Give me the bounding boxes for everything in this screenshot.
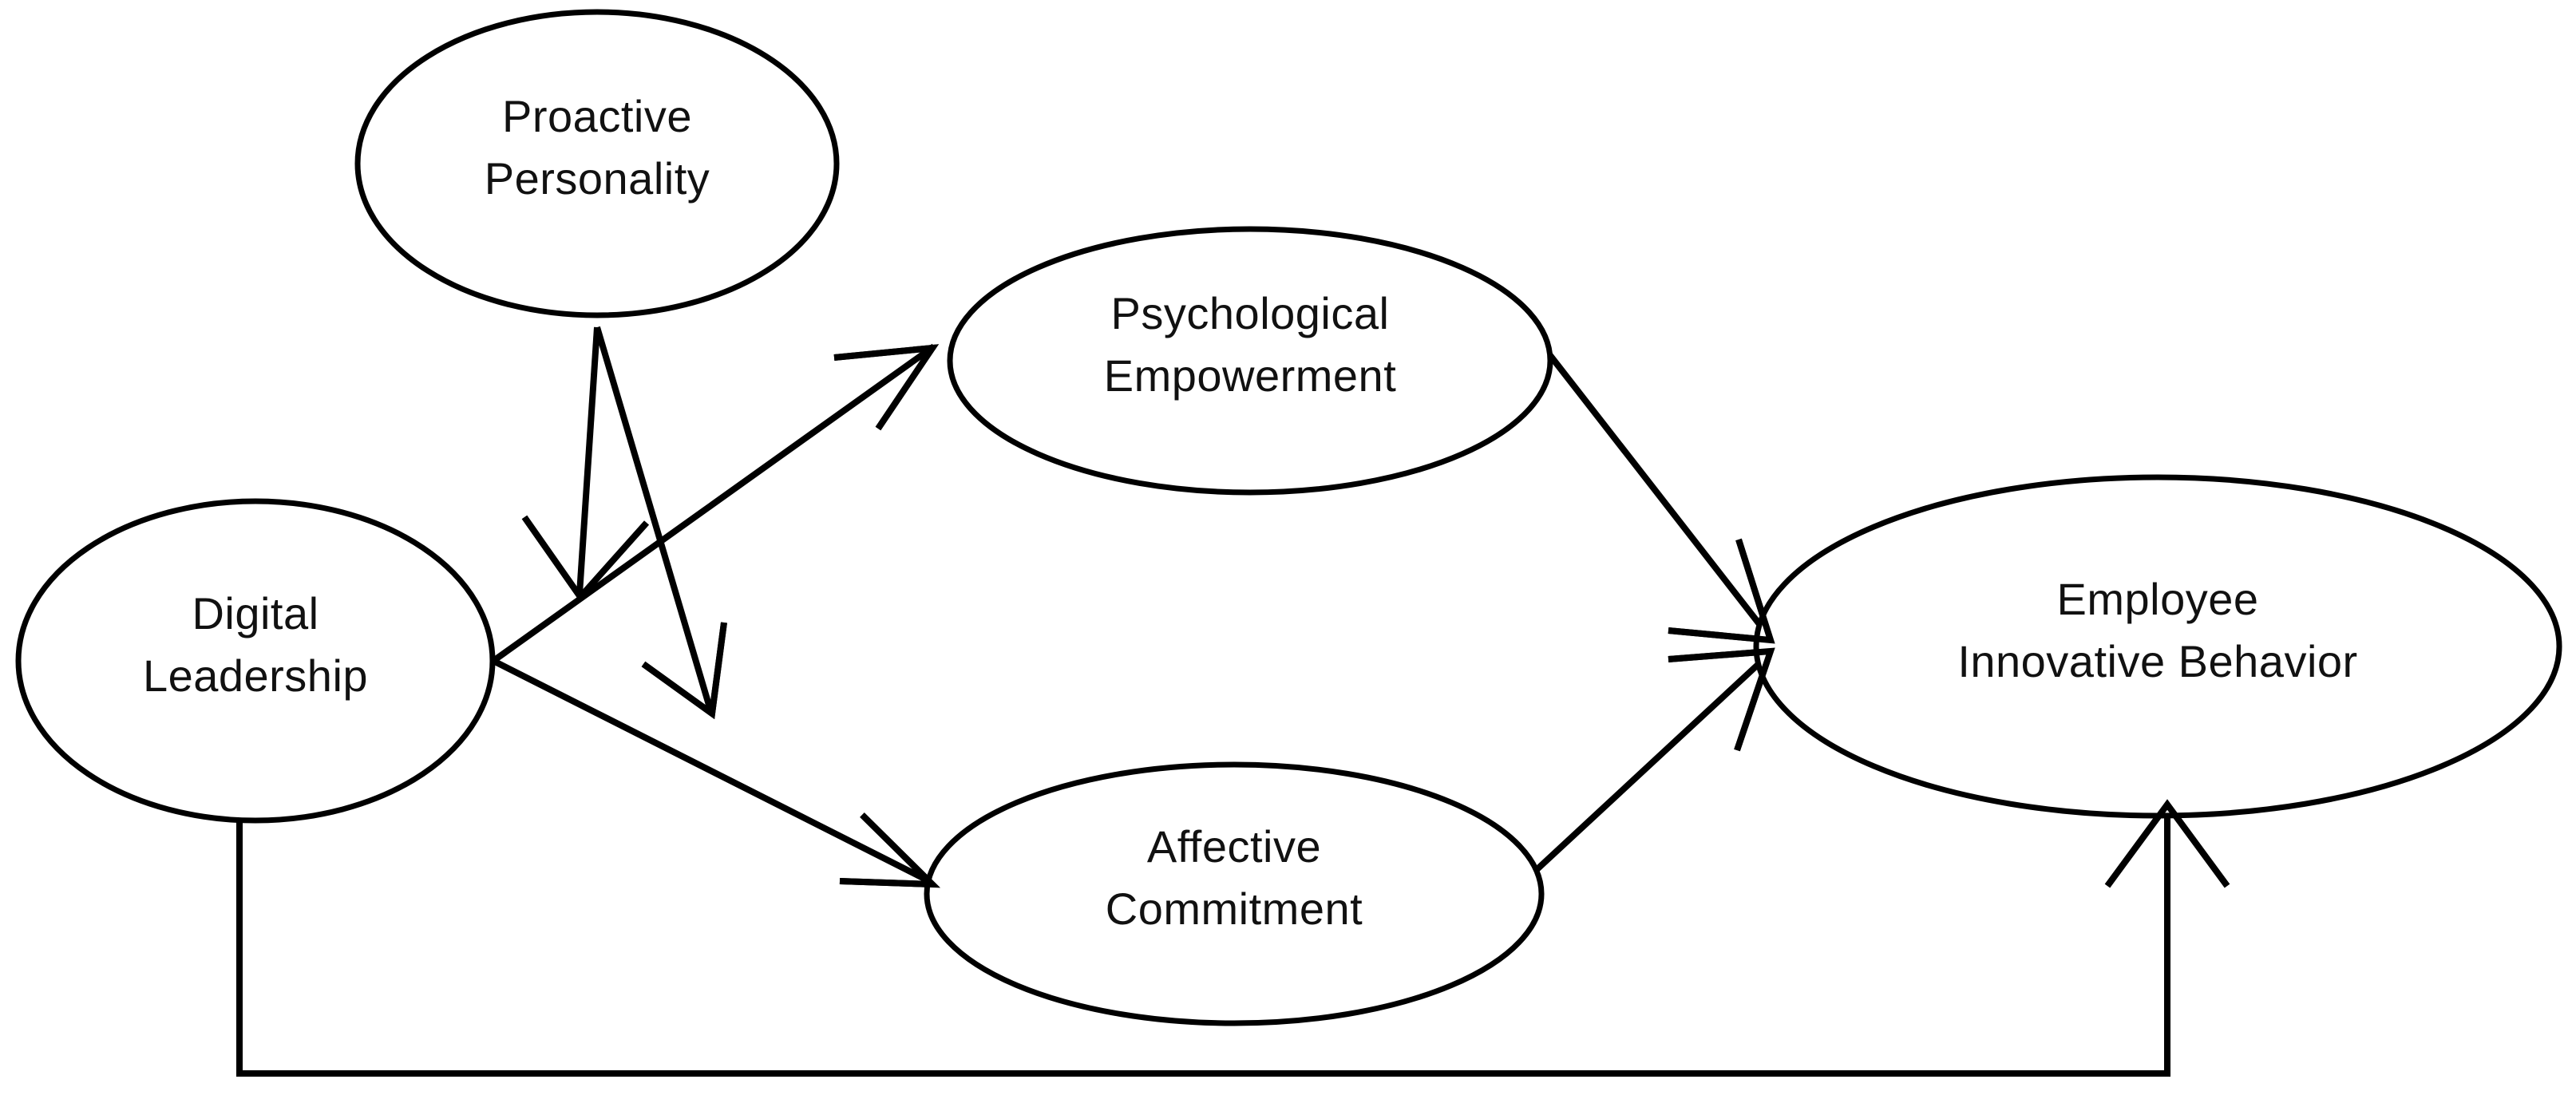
node-proactive-personality[interactable]: Proactive Personality [354, 9, 840, 318]
node-label-digital-leadership-line2: Leadership [143, 650, 368, 701]
node-label-affective-commitment-line1: Affective [1147, 821, 1321, 872]
node-label-proactive-personality-line1: Proactive [502, 91, 692, 141]
node-label-employee-innovative-behavior-line2: Innovative Behavior [1957, 636, 2357, 686]
edge-proactive-personality-moderates-dl-ac [594, 326, 727, 720]
node-digital-leadership[interactable]: Digital Leadership [15, 498, 496, 824]
edge-line-dl-pe [491, 343, 936, 664]
node-label-psychological-empowerment-line2: Empowerment [1104, 350, 1397, 401]
node-label-proactive-personality-line2: Personality [485, 153, 710, 204]
node-ellipse-proactive-personality[interactable] [354, 9, 840, 318]
arrowhead-overlay-dl-pe [833, 344, 940, 431]
edge-proactive-personality-moderates-dl-pe [521, 326, 649, 603]
edge-affective-commitment-to-employee-innovative-behavior [1527, 647, 1775, 879]
edge-line-ac-eib [1527, 650, 1773, 879]
node-ellipse-digital-leadership[interactable] [15, 498, 496, 824]
node-label-employee-innovative-behavior-line1: Employee [2056, 574, 2258, 624]
arrowhead-overlay-pp-mod-dl-pe [521, 515, 649, 603]
arrowhead-overlay-dl-ac [839, 812, 941, 888]
edge-line-pp-mod-dl-pe [576, 326, 600, 595]
edge-line-dl-ac [492, 658, 934, 886]
node-ellipse-affective-commitment[interactable] [924, 761, 1545, 1026]
node-psychological-empowerment[interactable]: Psychological Empowerment [947, 226, 1553, 496]
node-employee-innovative-behavior[interactable]: Employee Innovative Behavior [1753, 474, 2562, 819]
arrowhead-overlay-ac-eib [1668, 647, 1775, 752]
arrowhead-overlay-pp-mod-dl-ac [641, 622, 727, 720]
arrowhead-overlay-group [521, 344, 2230, 888]
arrowhead-overlay-pe-eib [1668, 538, 1775, 644]
node-ellipse-psychological-empowerment[interactable] [947, 226, 1553, 496]
edge-line-dl-eib-direct [236, 808, 2170, 1077]
node-label-digital-leadership-line1: Digital [192, 588, 319, 638]
node-label-psychological-empowerment-line1: Psychological [1111, 288, 1390, 338]
edge-psychological-empowerment-to-employee-innovative-behavior [1537, 341, 1775, 644]
edge-digital-leadership-to-psychological-empowerment [491, 343, 940, 664]
edge-line-pe-eib [1537, 341, 1774, 641]
node-affective-commitment[interactable]: Affective Commitment [924, 761, 1545, 1026]
node-label-affective-commitment-line2: Commitment [1106, 884, 1363, 934]
edge-line-pp-mod-dl-ac [594, 326, 714, 712]
arrowhead-overlay-dl-eib-direct [2104, 799, 2230, 888]
